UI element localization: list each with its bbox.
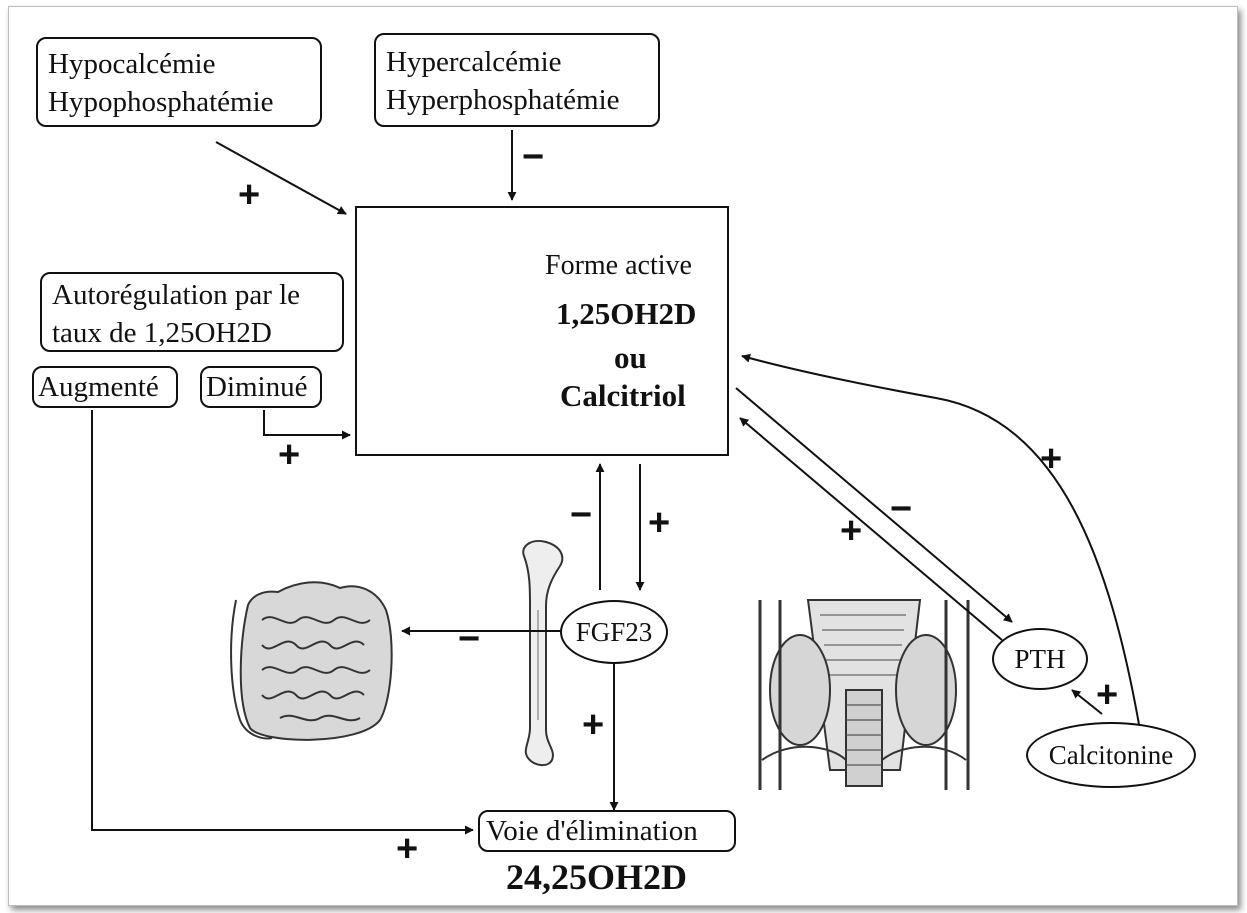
center-line3: Calcitriol bbox=[560, 378, 686, 414]
center-subtitle: Forme active bbox=[545, 250, 692, 282]
node-pth: PTH bbox=[992, 628, 1088, 690]
sign-calcitonine-to-pth-plus: + bbox=[1096, 676, 1118, 714]
sign-hypo-plus: + bbox=[238, 176, 260, 214]
center-line1: 1,25OH2D bbox=[556, 296, 696, 332]
arrow-diminue-to-center bbox=[264, 410, 350, 435]
arrow-center-to-pth bbox=[736, 388, 1012, 622]
node-hypocalcemie: Hypocalcémie Hypophosphatémie bbox=[36, 37, 322, 127]
sign-augmente-to-elimination-plus: + bbox=[396, 830, 418, 868]
node-augmente: Augmenté bbox=[32, 366, 178, 408]
center-line2: ou bbox=[614, 340, 647, 376]
node-autoregulation: Autorégulation par le taux de 1,25OH2D bbox=[40, 272, 344, 352]
node-hypercalcemie: Hypercalcémie Hyperphosphatémie bbox=[374, 33, 660, 127]
node-elimination: Voie d'élimination bbox=[478, 810, 736, 852]
node-calcitonine-label: Calcitonine bbox=[1049, 740, 1173, 771]
sign-calcitonine-to-center-plus: + bbox=[1040, 440, 1062, 478]
sign-center-to-fgf23-plus: + bbox=[648, 504, 670, 542]
node-autoregulation-line2: taux de 1,25OH2D bbox=[52, 314, 332, 352]
node-calcitonine: Calcitonine bbox=[1026, 722, 1196, 788]
metabolite-label: 24,25OH2D bbox=[506, 856, 687, 898]
sign-fgf23-to-center-minus: − bbox=[570, 496, 592, 534]
node-augmente-label: Augmenté bbox=[38, 371, 159, 403]
sign-center-to-pth-minus: − bbox=[890, 490, 912, 528]
femur-illustration bbox=[523, 541, 562, 765]
node-fgf23: FGF23 bbox=[560, 600, 668, 664]
arrow-hypo-to-center bbox=[216, 142, 346, 214]
node-autoregulation-line1: Autorégulation par le bbox=[52, 276, 332, 314]
sign-pth-to-center-plus: + bbox=[840, 512, 862, 550]
node-diminue: Diminué bbox=[200, 366, 322, 408]
node-hypocalcemie-line1: Hypocalcémie bbox=[48, 45, 310, 83]
sign-diminue-plus: + bbox=[278, 436, 300, 474]
node-hypercalcemie-line2: Hyperphosphatémie bbox=[386, 81, 648, 119]
parathyroid-illustration bbox=[760, 600, 968, 790]
node-hypocalcemie-line2: Hypophosphatémie bbox=[48, 83, 310, 121]
node-pth-label: PTH bbox=[1014, 644, 1065, 675]
node-elimination-label: Voie d'élimination bbox=[486, 815, 698, 847]
sign-hyper-minus: − bbox=[522, 138, 544, 176]
node-diminue-label: Diminué bbox=[206, 371, 308, 403]
node-hypercalcemie-line1: Hypercalcémie bbox=[386, 43, 648, 81]
node-fgf23-label: FGF23 bbox=[576, 617, 653, 648]
sign-fgf23-to-intestine-minus: − bbox=[458, 620, 480, 658]
intestine-illustration bbox=[231, 582, 392, 740]
sign-fgf23-to-elimination-plus: + bbox=[582, 706, 604, 744]
